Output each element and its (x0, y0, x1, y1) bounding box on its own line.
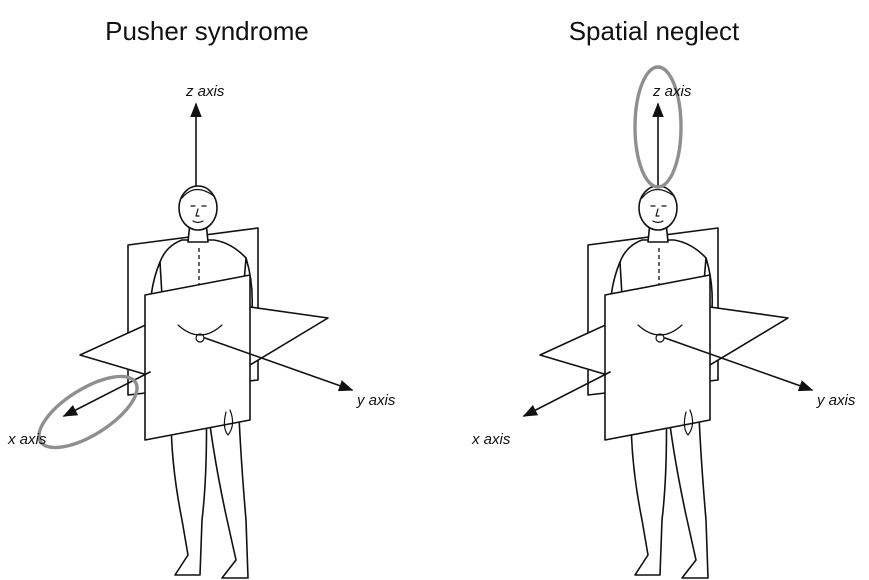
body-axes-figure: z axis y axis x axis (435, 0, 869, 580)
z-axis-label: z axis (185, 83, 225, 100)
y-axis-label: y axis (356, 392, 396, 409)
x-axis-label: x axis (471, 431, 511, 448)
z-axis-label: z axis (652, 83, 692, 100)
y-axis-label: y axis (816, 392, 856, 409)
body-axes-figure: z axis y axis x axis (0, 0, 434, 580)
frontal-plane (605, 275, 710, 440)
panel-spatial-neglect: Spatial neglect (435, 0, 869, 580)
frontal-plane (145, 275, 250, 440)
head (179, 186, 217, 230)
human-figure (64, 104, 352, 578)
x-axis-label: x axis (7, 431, 47, 448)
human-figure (524, 104, 812, 578)
head (639, 186, 677, 230)
panel-pusher-syndrome: Pusher syndrome (0, 0, 434, 580)
